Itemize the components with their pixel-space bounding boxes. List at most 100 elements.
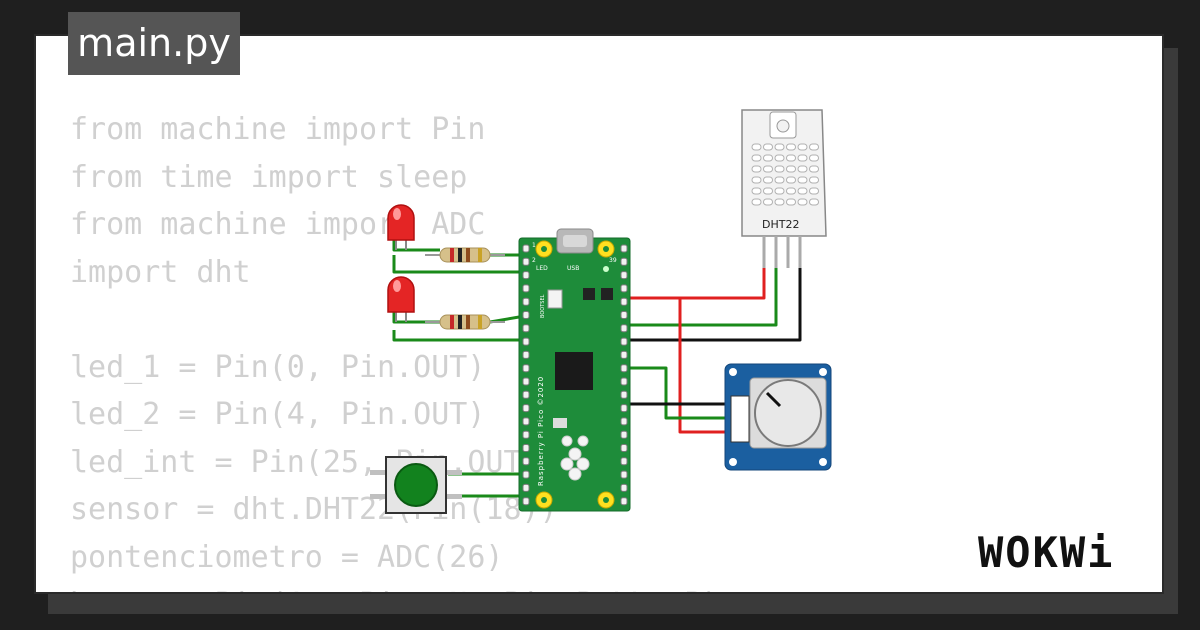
code-line: import dht <box>70 254 251 290</box>
pico-pin39-label: 39 <box>609 257 617 264</box>
dht22-sensor[interactable]: DHT22 <box>741 109 827 268</box>
potentiometer[interactable]: GND SIG VCC <box>724 363 832 471</box>
pico-pin[interactable] <box>620 297 628 306</box>
pico-pin[interactable] <box>522 364 530 373</box>
pico-pin[interactable] <box>522 244 530 253</box>
file-tab[interactable]: main.py <box>68 12 240 75</box>
pico-pin[interactable] <box>522 284 530 293</box>
pico-pin[interactable] <box>522 297 530 306</box>
pico-pin[interactable] <box>620 497 628 506</box>
wire-pot-sig <box>620 366 740 420</box>
pico-pin[interactable] <box>522 257 530 266</box>
pico-pin[interactable] <box>620 430 628 439</box>
dht22-slot <box>786 165 796 173</box>
pico-pin[interactable] <box>620 257 628 266</box>
pico-pin[interactable] <box>522 377 530 386</box>
pico-pin[interactable] <box>620 457 628 466</box>
dht22-slot <box>809 176 819 184</box>
pico-pin1-label: 1 <box>532 242 536 249</box>
dht22-slot <box>751 176 762 184</box>
pico-pin[interactable] <box>620 284 628 293</box>
wire-dht-vcc <box>620 262 766 300</box>
wire-led2-gnd <box>392 330 525 342</box>
wire-pot-vcc <box>678 298 740 434</box>
pico-pin2-label: 2 <box>532 257 536 264</box>
pico-pin[interactable] <box>620 311 628 319</box>
resistor-2[interactable] <box>425 314 505 330</box>
pot-pin-vcc: VCC <box>742 427 748 438</box>
pico-pin[interactable] <box>620 244 628 253</box>
pico-pin[interactable] <box>522 337 530 346</box>
dht22-slot <box>797 187 808 195</box>
pico-led-label: LED <box>536 265 548 272</box>
push-button[interactable] <box>370 456 462 514</box>
pico-pin[interactable] <box>620 470 628 479</box>
led-2[interactable] <box>387 276 415 322</box>
led-1[interactable] <box>387 204 415 250</box>
dht22-slot <box>809 143 819 151</box>
pico-pin[interactable] <box>522 324 530 333</box>
pico-pin[interactable] <box>620 444 628 452</box>
dht22-slot <box>797 154 808 162</box>
wire-dht-data <box>620 262 778 327</box>
pico-pin[interactable] <box>522 470 530 479</box>
dht22-slot <box>786 143 796 151</box>
dht22-slot <box>774 187 785 195</box>
pico-bootsel-label: BOOTSEL <box>540 294 546 318</box>
wokwi-logo: WOKWi <box>978 528 1115 577</box>
dht22-grille <box>751 143 819 206</box>
pico-pin[interactable] <box>620 404 628 413</box>
resistor-1[interactable] <box>425 247 505 263</box>
dht22-slot <box>774 176 785 184</box>
dht22-slot <box>751 165 762 173</box>
dht22-slot <box>786 176 796 184</box>
pico-pin[interactable] <box>522 483 530 492</box>
pico-pin[interactable] <box>522 417 530 426</box>
dht22-slot <box>809 198 819 206</box>
pico-pin[interactable] <box>522 350 530 359</box>
dht22-slot <box>774 165 785 173</box>
pico-pin[interactable] <box>522 497 530 506</box>
pico-pin[interactable] <box>620 377 628 386</box>
pico-pin[interactable] <box>620 350 628 359</box>
dht22-slot <box>797 198 808 206</box>
dht22-slot <box>809 154 819 162</box>
code-line: pontenciometro = ADC(26) <box>70 539 504 575</box>
wire-led1-gnd <box>392 255 525 274</box>
pico-board[interactable]: LED USB 1 2 39 BOOTSEL Raspberry Pi Pico… <box>518 228 631 512</box>
pico-pin[interactable] <box>522 311 530 319</box>
pico-pin[interactable] <box>522 430 530 439</box>
pico-pin[interactable] <box>522 404 530 413</box>
dht22-slot <box>763 187 773 195</box>
wire-led1-anode <box>392 238 440 252</box>
dht22-label: DHT22 <box>762 218 799 231</box>
dht22-slot <box>786 154 796 162</box>
dht22-slot <box>763 165 773 173</box>
pico-pin[interactable] <box>522 271 530 280</box>
pico-pin[interactable] <box>620 417 628 426</box>
dht22-slot <box>809 165 819 173</box>
pico-pin[interactable] <box>620 364 628 373</box>
dht22-slot <box>786 198 796 206</box>
pico-pin[interactable] <box>620 337 628 346</box>
code-line: led_2 = Pin(4, Pin.OUT) <box>70 397 486 432</box>
dht22-slot <box>763 198 773 206</box>
dht22-slot <box>751 154 762 162</box>
raspberry-logo-icon <box>560 435 590 481</box>
dht22-slot <box>763 154 773 162</box>
pico-pin[interactable] <box>620 390 628 399</box>
pico-pin[interactable] <box>620 271 628 280</box>
pico-pin[interactable] <box>522 444 530 452</box>
pico-pin[interactable] <box>620 483 628 492</box>
dht22-slot <box>751 198 762 206</box>
dht22-slot <box>751 143 762 151</box>
dht22-slot <box>797 165 808 173</box>
dht22-slot <box>797 176 808 184</box>
pico-pins-left <box>522 244 628 506</box>
pico-pin[interactable] <box>522 457 530 466</box>
pico-silkscreen: Raspberry Pi Pico ©2020 <box>537 376 545 486</box>
pico-pin[interactable] <box>522 390 530 399</box>
pot-pin-sig: SIG <box>742 415 748 424</box>
pico-pin[interactable] <box>620 324 628 333</box>
